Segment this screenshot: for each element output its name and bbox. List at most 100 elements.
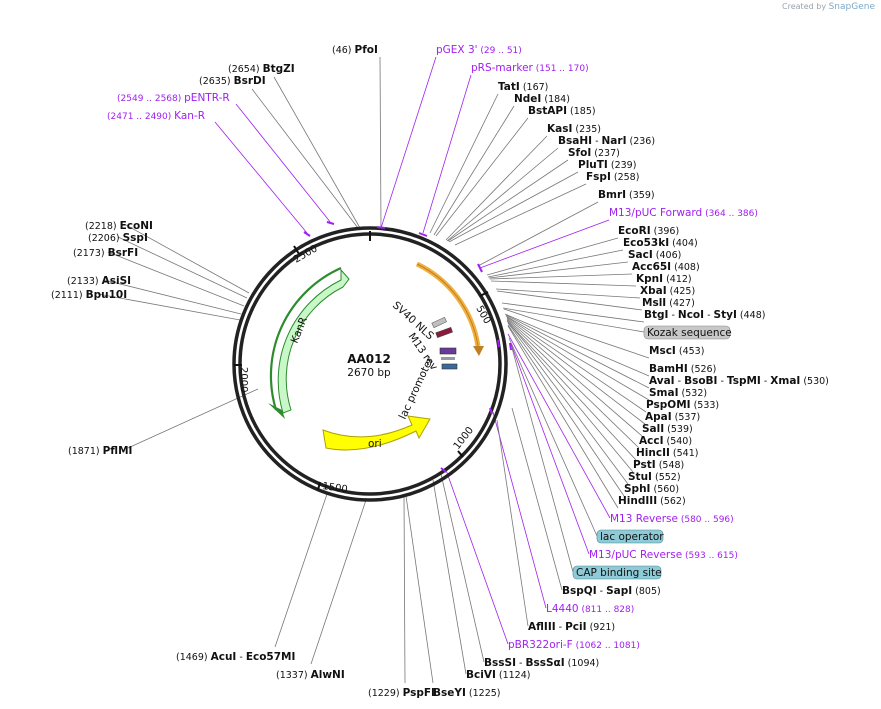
label-econi-name: EcoNI <box>120 220 153 232</box>
label-l4440-pos: (811 .. 828) <box>579 605 635 615</box>
label-pspomi-name: PspOMI <box>646 399 691 411</box>
label-hindiii-name: HindIII <box>618 495 657 507</box>
cap-site-box <box>572 565 662 580</box>
label-bpu10i-pos: (2111) <box>51 290 86 301</box>
leader-apai <box>506 317 646 425</box>
label-acc65i-name: Acc65I <box>632 261 671 273</box>
label-afliii: AflIII - PciI (921) <box>528 621 615 633</box>
label-afliii-name: AflIII <box>528 621 556 633</box>
label-msci: MscI (453) <box>649 345 704 357</box>
label-smai: SmaI (532) <box>649 387 707 399</box>
label-bseyi-pos: (1225) <box>466 688 501 699</box>
leader-bamhi <box>504 313 650 377</box>
label-xbai-name: XbaI <box>640 285 667 297</box>
leader-msci <box>503 308 650 359</box>
label-m13puc_f-name: M13/pUC Forward <box>609 207 702 219</box>
leader-kasi <box>445 135 548 241</box>
leader-m13puc_r <box>510 343 590 555</box>
label-avai-name2: BsoBI <box>684 375 717 387</box>
leader-lines <box>97 56 650 684</box>
tick-label-2500: 2500 <box>292 243 320 265</box>
label-pflmi: (1871) PflMI <box>68 445 132 457</box>
label-saci-pos: (406) <box>653 250 682 261</box>
label-btgi: BtgI - NcoI - StyI (448) <box>644 309 765 321</box>
label-avai-name: AvaI <box>649 375 675 387</box>
label-sfoi: SfoI (237) <box>568 147 620 159</box>
label-sfoi-name: SfoI <box>568 147 591 159</box>
orange-feature-arrowhead <box>473 346 484 356</box>
label-bsssi-sep: - <box>516 658 525 669</box>
label-bamhi-pos: (526) <box>688 364 717 375</box>
label-kozak-name: Kozak sequence <box>647 327 732 339</box>
scale-ticks <box>234 245 489 491</box>
label-cap-name: CAP binding site <box>576 567 662 579</box>
leader-pentr <box>235 103 332 224</box>
label-afliii-sep: - <box>556 622 565 633</box>
label-stui-pos: (552) <box>652 472 681 483</box>
leader-bstapi <box>435 117 529 237</box>
label-acc65i-pos: (408) <box>671 262 700 273</box>
leader-bspqi <box>511 407 563 591</box>
label-pspfi: (1229) PspFI <box>368 687 435 699</box>
label-apai-name: ApaI <box>645 411 672 423</box>
leader-bpu10i <box>97 293 241 321</box>
snapgene-credit: Created by SnapGene <box>782 2 875 12</box>
label-sali: SalI (539) <box>642 423 693 435</box>
label-pluti: PluTI (239) <box>578 159 636 171</box>
label-acci: AccI (540) <box>639 435 692 447</box>
tick-label-1500: 1500 <box>322 481 349 495</box>
label-bamhi: BamHI (526) <box>649 363 716 375</box>
leader-bsrdi <box>251 88 359 229</box>
leader-bmri <box>477 201 599 267</box>
label-hincii-pos: (541) <box>670 448 699 459</box>
leader-msli <box>496 290 643 311</box>
label-bspqi-name: BspQI <box>562 585 597 597</box>
label-btgi-name3: StyI <box>714 309 737 321</box>
tick-label-2000: 2000 <box>238 367 249 392</box>
label-bcivi-pos: (1124) <box>496 670 531 681</box>
label-kanr_p-pos: (2471 .. 2490) <box>107 112 174 122</box>
leader-ndei <box>433 105 515 236</box>
label-pspomi: PspOMI (533) <box>646 399 719 411</box>
leader-acci <box>506 319 640 449</box>
label-saci: SacI (406) <box>628 249 681 261</box>
label-msci-pos: (453) <box>676 346 705 357</box>
label-msci-name: MscI <box>649 345 676 357</box>
label-m13puc_r-name: M13/pUC Reverse <box>589 549 682 561</box>
label-alwni: (1337) AlwNI <box>276 669 345 681</box>
lacpromoter-label: lac promoter <box>397 355 437 422</box>
leader-sali <box>506 318 643 437</box>
label-bpu10i-name: Bpu10I <box>86 289 128 301</box>
credit-prefix: Created by <box>782 2 827 11</box>
label-sphi-pos: (560) <box>650 484 679 495</box>
label-m13puc_r-pos: (593 .. 615) <box>682 551 738 561</box>
label-btgi-sep: - <box>704 310 713 321</box>
label-sspi-pos: (2206) <box>88 233 123 244</box>
leader-lacop <box>508 337 598 537</box>
label-pbr322-pos: (1062 .. 1081) <box>573 641 640 651</box>
label-econi: (2218) EcoNI <box>85 220 153 232</box>
label-msli-pos: (427) <box>666 298 695 309</box>
label-m13rev_p-name: M13 Reverse <box>610 513 678 525</box>
label-btgzi: (2654) BtgZI <box>228 63 295 75</box>
snapgene-brand: SnapGene <box>828 2 875 12</box>
label-m13rev_p-pos: (580 .. 596) <box>678 515 734 525</box>
label-bsahi-sep: - <box>592 136 601 147</box>
label-fspi-pos: (258) <box>611 172 640 183</box>
leader-pbr322 <box>445 469 509 645</box>
label-acui-name2: Eco57MI <box>246 651 296 663</box>
label-avai-name3: TspMI <box>727 375 761 387</box>
label-pbr322-name: pBR322ori-F <box>508 639 573 651</box>
label-msli-name: MslI <box>642 297 666 309</box>
label-pentr-pos: (2549 .. 2568) <box>117 94 184 104</box>
label-avai-name4: XmaI <box>770 375 800 387</box>
label-avai: AvaI - BsoBI - TspMI - XmaI (530) <box>649 375 829 387</box>
orange-feature-edge <box>416 263 479 347</box>
leader-btgzi <box>273 76 361 229</box>
label-bmri-pos: (359) <box>626 190 655 201</box>
label-btgi-name2: NcoI <box>678 309 704 321</box>
label-hincii: HincII (541) <box>636 447 698 459</box>
label-cap: CAP binding site <box>576 567 662 579</box>
plasmid-name: AA012 <box>347 352 391 366</box>
label-bstapi-pos: (185) <box>567 106 596 117</box>
